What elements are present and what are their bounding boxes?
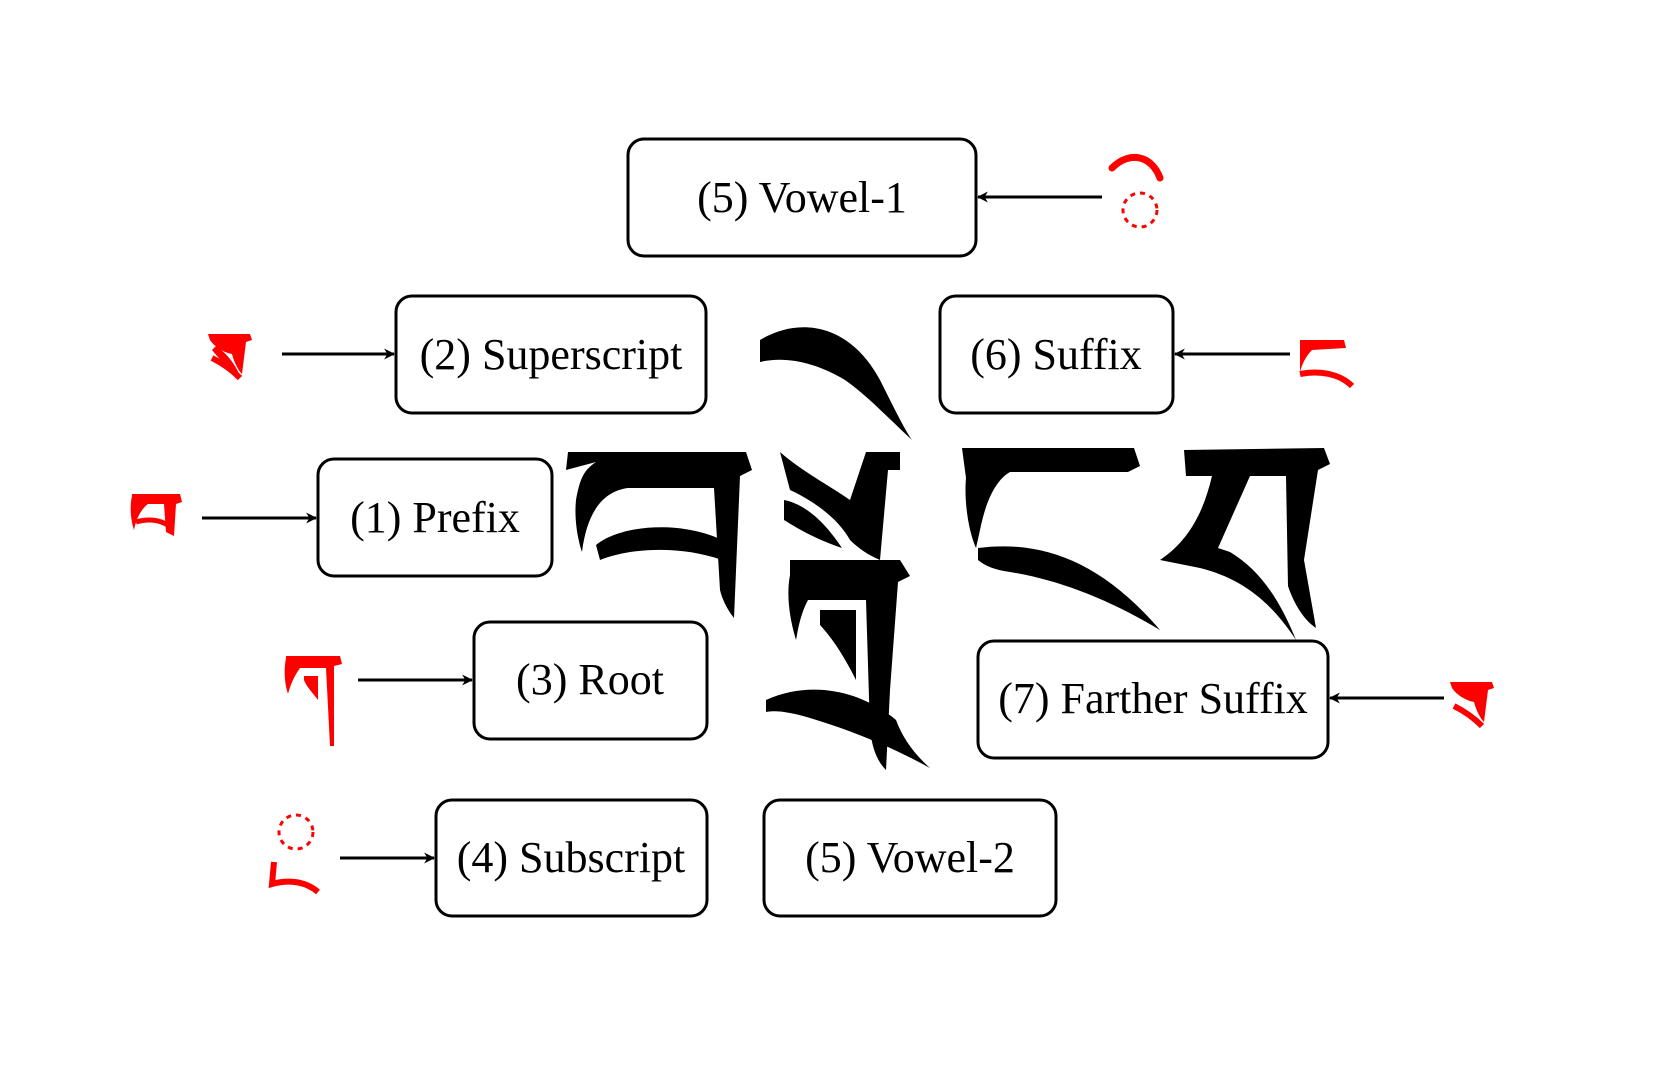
superscript-label: (2) Superscript bbox=[420, 330, 683, 379]
root-label: (3) Root bbox=[516, 655, 664, 704]
root-box bbox=[472, 620, 709, 741]
vowel2-box bbox=[762, 798, 1058, 918]
farther-suffix-label: (7) Farther Suffix bbox=[998, 674, 1308, 723]
syllable-farther-suffix-sa bbox=[1160, 448, 1330, 640]
syllable-superscript-sa bbox=[780, 452, 900, 560]
root-component: (3) Root bbox=[284, 620, 709, 746]
vowel2-label: (5) Vowel-2 bbox=[805, 833, 1015, 882]
subscript-label: (4) Subscript bbox=[457, 833, 686, 882]
tibetan-sa-red-glyph-2 bbox=[1450, 682, 1494, 729]
tibetan-ba-red-glyph bbox=[130, 494, 182, 536]
prefix-component: (1) Prefix bbox=[130, 457, 554, 578]
farther-suffix-box bbox=[976, 639, 1330, 760]
prefix-label: (1) Prefix bbox=[350, 493, 520, 542]
subscript-box bbox=[434, 798, 709, 918]
tibetan-sa-red-glyph bbox=[208, 334, 252, 381]
vowel-i-mark-red-glyph bbox=[1108, 154, 1164, 229]
syllable-subscript-ra bbox=[766, 689, 930, 768]
syllable-prefix-ba bbox=[566, 452, 752, 618]
syllable-suffix-nga bbox=[962, 448, 1160, 630]
vowel1-label: (5) Vowel-1 bbox=[697, 173, 907, 222]
suffix-label: (6) Suffix bbox=[970, 330, 1142, 379]
suffix-box bbox=[938, 294, 1175, 415]
farther-suffix-component: (7) Farther Suffix bbox=[976, 639, 1494, 760]
tibetan-nga-red-glyph bbox=[1299, 340, 1355, 389]
suffix-component: (6) Suffix bbox=[938, 294, 1355, 415]
tibetan-syllable-glyph bbox=[566, 327, 1330, 770]
prefix-box bbox=[316, 457, 554, 578]
subjoined-ra-red-glyph bbox=[268, 813, 320, 895]
subscript-component: (4) Subscript bbox=[268, 798, 709, 918]
vowel1-box bbox=[626, 137, 978, 258]
tibetan-ga-red-glyph bbox=[284, 656, 342, 746]
superscript-box bbox=[394, 294, 708, 415]
superscript-component: (2) Superscript bbox=[208, 294, 708, 415]
vowel2-component: (5) Vowel-2 bbox=[762, 798, 1058, 918]
vowel1-component: (5) Vowel-1 bbox=[626, 137, 1164, 258]
syllable-vowel-i-stroke bbox=[760, 327, 912, 440]
